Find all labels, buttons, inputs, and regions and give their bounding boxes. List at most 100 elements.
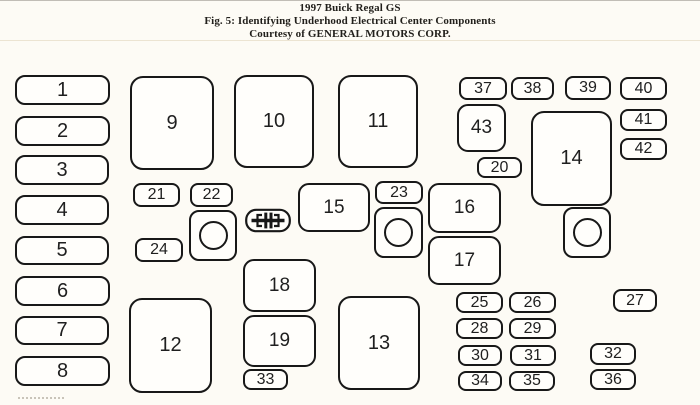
component-box-24: 24 (135, 238, 183, 262)
component-box-37: 37 (459, 77, 507, 100)
component-box-34: 34 (458, 371, 502, 391)
component-box-42: 42 (620, 138, 667, 160)
component-box-23: 23 (375, 181, 423, 204)
vehicle-title: 1997 Buick Regal GS (299, 2, 401, 14)
component-number: 15 (323, 196, 345, 218)
component-box-4: 4 (15, 195, 109, 225)
scan-artifact (18, 397, 64, 399)
header-separator (0, 40, 700, 41)
component-number: 36 (604, 370, 622, 388)
component-number: 18 (268, 274, 291, 296)
relay-circle-icon (572, 218, 602, 247)
component-box-21: 21 (133, 183, 180, 207)
component-box-35: 35 (509, 371, 555, 391)
component-number: 9 (166, 111, 178, 134)
component-box-38: 38 (511, 77, 554, 100)
component-box-31: 31 (510, 345, 556, 366)
component-number: 40 (634, 79, 653, 97)
component-box-19: 19 (243, 315, 316, 367)
component-number: 26 (523, 293, 542, 311)
component-number: 11 (367, 110, 389, 132)
inline-connector-icon (245, 208, 291, 233)
component-number: 24 (150, 241, 168, 258)
component-number: 42 (634, 140, 653, 157)
component-box-29: 29 (509, 318, 556, 339)
component-number: 43 (470, 117, 493, 138)
component-box-16: 16 (428, 183, 501, 233)
component-number: 4 (56, 198, 68, 221)
component-number: 38 (523, 79, 542, 97)
component-box-25: 25 (456, 292, 503, 313)
component-box-41: 41 (620, 109, 667, 131)
component-box-43: 43 (457, 104, 506, 152)
component-box-12: 12 (129, 298, 212, 393)
component-number: 20 (490, 158, 509, 176)
component-number: 1 (56, 78, 69, 101)
component-box-9: 9 (130, 76, 214, 170)
component-box-20: 20 (477, 157, 522, 178)
component-box-32: 32 (590, 343, 636, 365)
component-box-18: 18 (243, 259, 316, 312)
component-number: 12 (159, 334, 182, 356)
component-box-1: 1 (15, 75, 110, 105)
component-number: 5 (56, 239, 68, 261)
component-number: 25 (470, 293, 489, 311)
component-number: 13 (367, 331, 391, 354)
component-box-5: 5 (15, 236, 109, 265)
component-number: 6 (56, 279, 69, 302)
figure-caption: Fig. 5: Identifying Underhood Electrical… (204, 15, 496, 27)
component-box-8: 8 (15, 356, 110, 386)
component-number: 27 (626, 291, 644, 309)
component-box-7: 7 (15, 316, 109, 345)
component-number: 35 (523, 372, 541, 389)
component-number: 16 (453, 197, 476, 218)
component-number: 28 (470, 319, 489, 337)
component-box-3: 3 (15, 155, 109, 185)
component-number: 41 (634, 111, 653, 128)
component-number: 21 (147, 186, 166, 203)
component-box-28: 28 (456, 318, 503, 339)
relay-circle-icon (384, 218, 413, 247)
component-box-39: 39 (565, 76, 611, 100)
component-box-17: 17 (428, 236, 501, 285)
component-box-2: 2 (15, 116, 110, 146)
component-box-33: 33 (243, 369, 288, 390)
component-number: 7 (56, 319, 68, 341)
courtesy-line: Courtesy of GENERAL MOTORS CORP. (249, 28, 451, 40)
component-number: 10 (262, 110, 286, 132)
component-box-40: 40 (620, 77, 667, 100)
component-number: 37 (474, 79, 492, 97)
page-top-edge (0, 0, 700, 1)
component-number: 34 (471, 372, 489, 389)
component-box-15: 15 (298, 183, 370, 232)
component-box-36: 36 (590, 369, 636, 390)
component-number: 14 (560, 147, 583, 169)
relay-symbol-right (563, 207, 611, 258)
component-number: 23 (390, 183, 408, 201)
component-box-10: 10 (234, 75, 314, 168)
component-number: 31 (524, 346, 542, 364)
component-box-6: 6 (15, 276, 110, 306)
component-box-26: 26 (509, 292, 556, 313)
component-number: 17 (453, 249, 476, 271)
component-box-13: 13 (338, 296, 420, 390)
component-number: 2 (56, 119, 69, 142)
relay-circle-icon (198, 221, 228, 250)
component-box-30: 30 (458, 345, 502, 366)
component-number: 8 (56, 359, 69, 382)
component-number: 30 (471, 346, 489, 364)
component-number: 3 (56, 158, 68, 181)
component-number: 39 (579, 79, 597, 96)
component-box-11: 11 (338, 75, 418, 168)
relay-symbol-middle (374, 207, 423, 258)
component-number: 22 (202, 186, 221, 203)
component-number: 29 (523, 319, 542, 337)
component-box-27: 27 (613, 289, 657, 312)
component-number: 32 (604, 345, 622, 362)
component-box-14: 14 (531, 111, 612, 206)
relay-symbol-left (189, 210, 237, 261)
component-box-22: 22 (190, 183, 233, 207)
component-number: 19 (268, 330, 291, 351)
